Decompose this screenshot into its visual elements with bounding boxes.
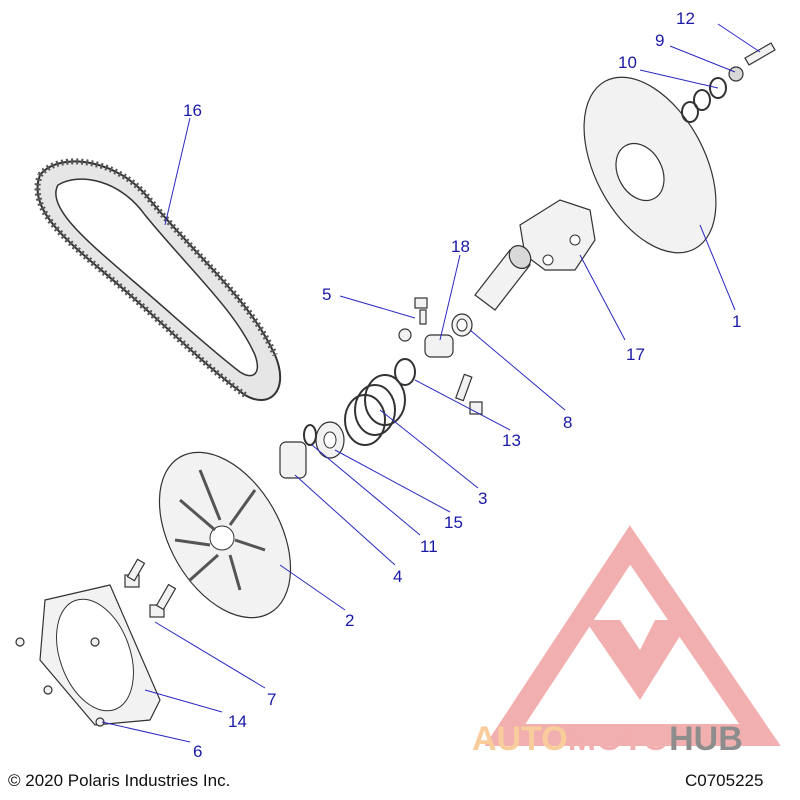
callout-16: 16	[183, 101, 202, 120]
callout-12: 12	[676, 9, 695, 28]
callout-2: 2	[345, 611, 354, 630]
svg-text:AUTOMOTOHUB: AUTOMOTOHUB	[472, 720, 743, 758]
snap-ring	[394, 358, 416, 386]
watermark-text-moto: MOTO	[568, 720, 669, 758]
fixed-sheave	[158, 451, 292, 619]
retaining-clip	[303, 424, 317, 446]
spider-housing	[519, 199, 596, 271]
callout-13: 13	[502, 431, 521, 450]
bushing	[424, 334, 454, 358]
watermark-logo: AUTOMOTOHUB	[472, 525, 781, 758]
callout-11: 11	[420, 537, 438, 556]
callout-5: 5	[322, 285, 331, 304]
watermark-text-auto: AUTO	[472, 720, 568, 758]
copyright-text: © 2020 Polaris Industries Inc.	[8, 771, 230, 790]
bushing-ring	[451, 313, 473, 337]
shaft-tube	[474, 245, 532, 311]
watermark-text-hub: HUB	[669, 720, 743, 758]
callout-4: 4	[393, 567, 402, 586]
callout-14: 14	[228, 712, 247, 731]
watermark-inner-shape	[585, 620, 690, 700]
small-screws	[15, 637, 105, 727]
callout-15: 15	[444, 513, 463, 532]
watermark-triangle	[484, 525, 781, 746]
callout-10: 10	[618, 53, 637, 72]
callout-8: 8	[563, 413, 572, 432]
callout-7: 7	[267, 690, 276, 709]
callout-6: 6	[193, 742, 202, 761]
drive-belt	[34, 158, 282, 401]
callout-9: 9	[655, 31, 664, 50]
callout-3: 3	[478, 489, 487, 508]
mounting-plate	[39, 584, 161, 726]
leader-lines	[101, 23, 761, 743]
figure-id: C0705225	[685, 771, 763, 790]
callout-18: 18	[451, 237, 470, 256]
bolts	[124, 558, 177, 618]
sheave-cover	[583, 76, 717, 254]
callouts: 12 9 10 16 18 5 1 17 8 13 3 15 11 4 2 7 …	[183, 9, 741, 761]
thrust-washer	[315, 421, 345, 459]
sleeve	[279, 441, 307, 479]
callout-17: 17	[626, 345, 645, 364]
callout-1: 1	[732, 312, 741, 331]
set-screw	[398, 297, 428, 342]
spring	[344, 374, 406, 446]
